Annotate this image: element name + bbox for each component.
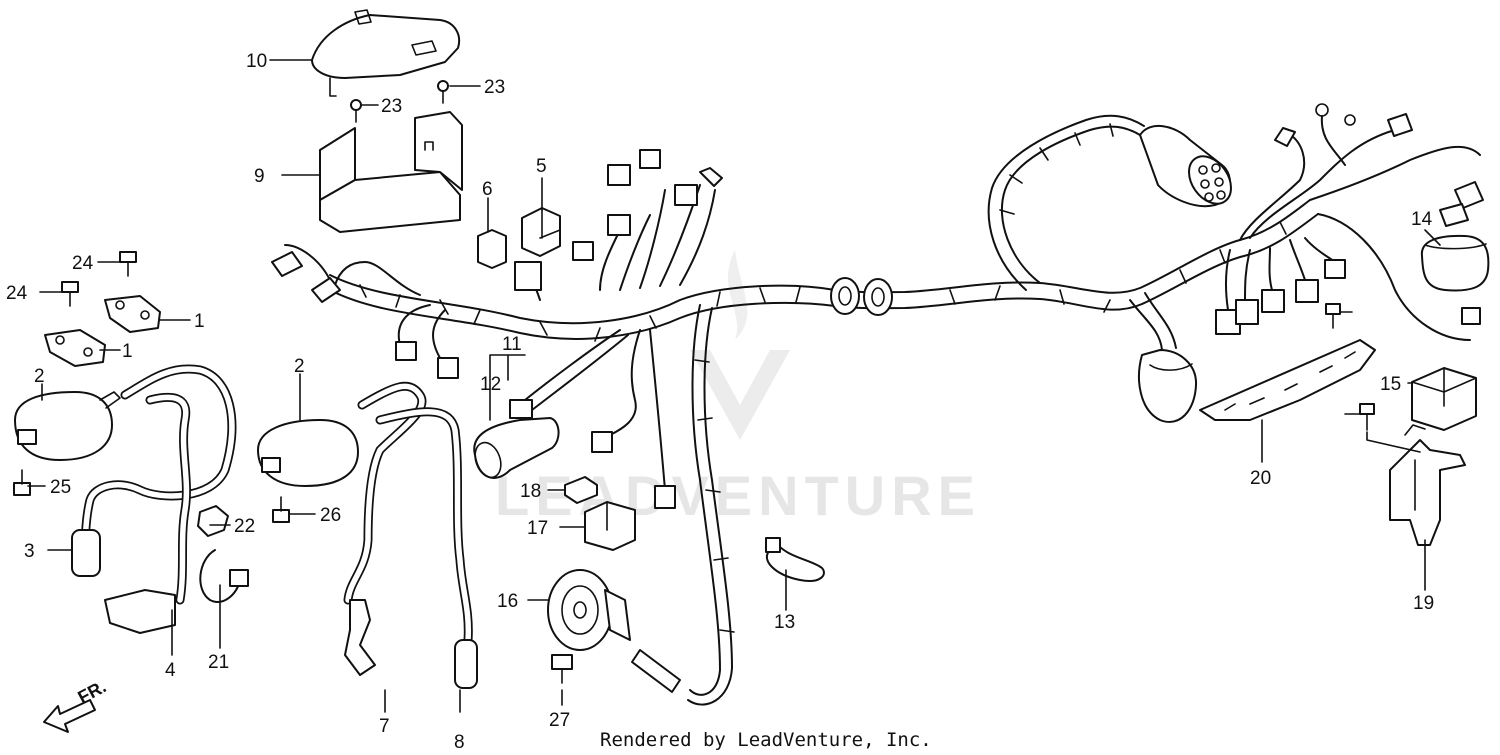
- part-20-plate: [1199, 339, 1376, 421]
- part-2-ignition-coil-right: [257, 419, 359, 487]
- front-direction-arrow: FR.: [43, 676, 109, 733]
- part-19-bracket: [1389, 424, 1466, 546]
- callout-7: 5: [536, 156, 547, 177]
- callout-8: 6: [482, 179, 493, 200]
- connector-cluster-right: [1215, 237, 1346, 335]
- part-15-relay: [1411, 367, 1477, 431]
- part-4-plug-lead: [104, 392, 191, 634]
- callout-16: 16: [497, 591, 518, 612]
- render-credit: Rendered by LeadVenture, Inc.: [600, 729, 932, 751]
- part-1-clamp-lower: [44, 329, 106, 367]
- part-2-ignition-coil-left: [14, 391, 121, 461]
- callout-24: 24: [72, 253, 94, 274]
- callout-19: 19: [1413, 593, 1434, 614]
- part-3-plug-lead: [71, 364, 237, 577]
- callout-2: 2: [294, 356, 305, 377]
- part-1-clamp-upper: [104, 295, 161, 333]
- callout-2: 2: [34, 366, 45, 387]
- bolt-27: [1325, 303, 1375, 431]
- callout-9: 11: [502, 334, 522, 355]
- callout-3: 3: [24, 541, 35, 562]
- part-5-plug-lead: [343, 381, 427, 676]
- callout-18: 18: [520, 481, 541, 502]
- callout-20: 20: [1250, 468, 1271, 489]
- connector-cluster-left: [271, 149, 723, 379]
- main-wire-harness: [271, 103, 1484, 706]
- part-17-relay: [584, 501, 636, 551]
- bolt-25: [13, 469, 290, 523]
- part-6-plug-lead: [375, 407, 478, 689]
- part-10-boot: [473, 417, 560, 479]
- callout-1: 1: [194, 311, 205, 332]
- callout-6: 8: [454, 732, 465, 753]
- callout-15: 15: [1380, 374, 1401, 395]
- leader-lines: [27, 59, 1441, 713]
- callout-5: 7: [379, 716, 390, 737]
- part-14-relay: [1420, 234, 1490, 292]
- part-8-connector: [477, 229, 507, 269]
- callout-25: 26: [320, 505, 341, 526]
- callout-23: 23: [381, 96, 402, 117]
- part-16-horn: [547, 569, 631, 651]
- callout-10: 12: [480, 374, 501, 395]
- callout-22: 22: [234, 516, 255, 537]
- part-13-box-cover: [311, 9, 460, 97]
- part-12-fuse-box: [319, 111, 463, 233]
- callout-12: 9: [254, 166, 265, 187]
- front-arrow-label: FR.: [74, 676, 109, 707]
- callout-labels: 10 23 23 9 6 5 24 24 1 1 2 2 25 26 3 4 2…: [6, 51, 1434, 753]
- callout-25: 25: [50, 477, 71, 498]
- callout-4: 4: [165, 660, 176, 681]
- callout-26: 27: [549, 710, 570, 731]
- part-11-band: [765, 537, 825, 582]
- part-21-clip: [199, 549, 249, 603]
- callout-13: 10: [246, 51, 267, 72]
- bolt-24: [61, 251, 137, 307]
- part-22-holder: [197, 505, 229, 537]
- screw-23: [350, 80, 449, 123]
- callout-21: 21: [208, 652, 229, 673]
- bolt-26: [551, 654, 573, 684]
- part-7-relay: [521, 207, 561, 257]
- callout-23: 23: [484, 77, 505, 98]
- part-18-connector: [564, 476, 598, 504]
- callout-1: 1: [122, 341, 133, 362]
- callout-11: 13: [774, 612, 795, 633]
- callout-17: 17: [527, 518, 548, 539]
- callout-24: 24: [6, 283, 28, 304]
- callout-14: 14: [1411, 209, 1433, 230]
